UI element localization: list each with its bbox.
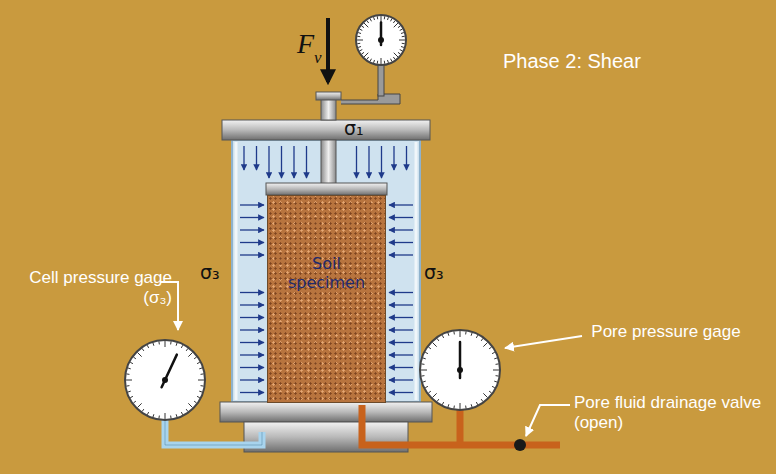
callout-label: Cell pressure gage (σ₃) <box>22 268 172 307</box>
callout-label: Pore pressure gage <box>586 322 746 342</box>
pressure-gauge <box>420 330 500 410</box>
piston-rod <box>321 140 336 185</box>
specimen-cap <box>266 183 387 195</box>
specimen-label: Soil specimen <box>268 254 385 292</box>
drainage-valve <box>514 439 526 451</box>
leader-line <box>505 336 582 348</box>
cell-fluid <box>232 140 420 402</box>
force-subscript: v <box>314 48 326 68</box>
stress-label: σ₃ <box>424 262 456 284</box>
force-arrow <box>326 18 330 82</box>
pressure-gauge <box>125 340 205 420</box>
pressure-gauge <box>356 15 406 65</box>
leader-line <box>526 405 570 436</box>
soil-specimen: Soil specimen <box>267 195 386 403</box>
top-plate <box>222 120 430 140</box>
piston-rod <box>321 98 336 120</box>
stress-label: σ₁ <box>344 118 380 140</box>
base-plate <box>220 402 432 422</box>
stress-label: σ₃ <box>200 262 232 284</box>
callout-label: Pore fluid drainage valve (open) <box>574 393 769 432</box>
phase-title: Phase 2: Shear <box>503 50 703 73</box>
pressure-arrows <box>244 146 407 178</box>
